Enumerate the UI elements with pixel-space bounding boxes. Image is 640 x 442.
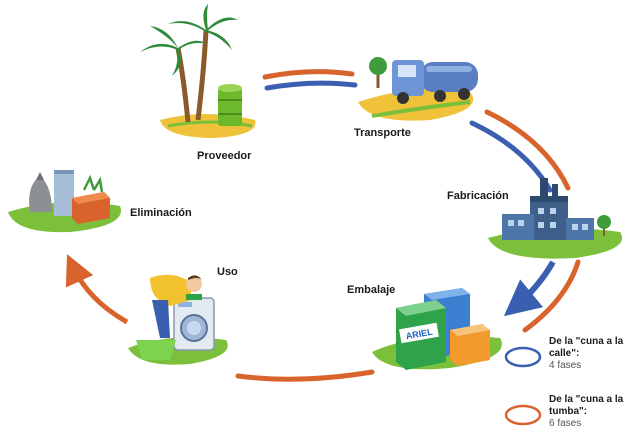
legend-cradle-to-grave-text: De la "cuna a la tumba": 6 fases [549, 394, 640, 430]
transporte-illustration [358, 57, 478, 121]
proveedor-illustration [140, 4, 256, 138]
legend-cradle-to-grave-title: De la "cuna a la tumba": [549, 394, 624, 417]
stage-label-uso: Uso [217, 266, 238, 278]
stage-label-embalaje: Embalaje [347, 284, 396, 296]
arrow-transporte-fabricacion-blue [469, 120, 553, 193]
legend-cradle-to-gate-phases: 4 fases [549, 360, 582, 371]
legend-ring-orange-icon [504, 404, 542, 426]
eliminacion-illustration [8, 170, 121, 233]
stage-label-proveedor: Proveedor [197, 150, 252, 162]
ariel-brand-text: ARIEL [405, 327, 434, 342]
stage-label-eliminacion: Eliminación [130, 207, 192, 219]
arrow-proveedor-transporte-orange [262, 69, 355, 80]
arrow-proveedor-transporte-blue [264, 80, 358, 91]
arrow-embalaje-uso [235, 369, 375, 382]
legend-cradle-to-grave-phases: 6 fases [549, 418, 582, 429]
arrow-fabricacion-embalaje-blue [503, 260, 556, 317]
fabricacion-illustration [488, 178, 623, 259]
stage-label-fabricacion: Fabricación [447, 190, 509, 202]
embalaje-illustration: ARIEL [372, 288, 502, 370]
legend-cradle-to-gate-title: De la "cuna a la calle": [549, 336, 624, 359]
legend-cradle-to-gate-text: De la "cuna a la calle": 4 fases [549, 336, 640, 372]
arrow-uso-eliminacion [65, 254, 129, 325]
arrow-transporte-fabricacion-orange [484, 109, 571, 191]
arrow-fabricacion-embalaje-orange [522, 259, 581, 333]
uso-illustration [128, 274, 228, 365]
stage-label-transporte: Transporte [354, 127, 411, 139]
cycle-arrows [65, 69, 581, 382]
legend-ring-blue-icon [504, 346, 542, 368]
